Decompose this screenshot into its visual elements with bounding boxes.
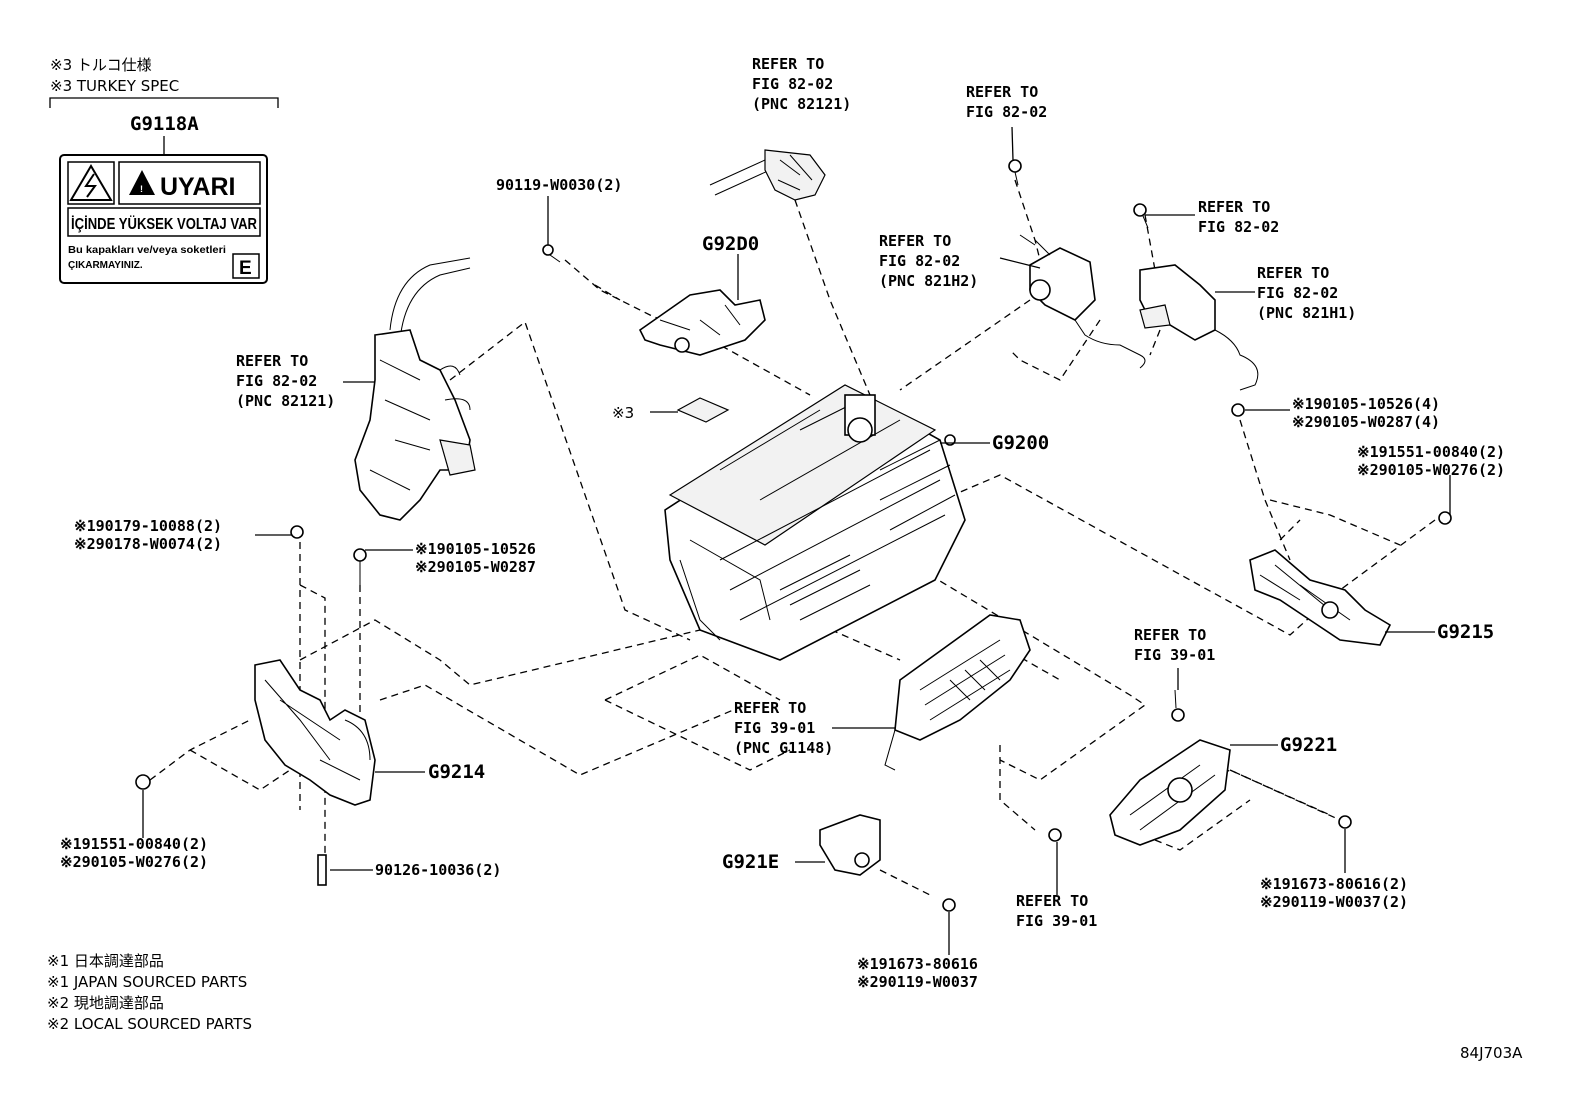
ref-G1148-2[interactable]: FIG 39-01 — [734, 719, 815, 737]
legend-en-2: ※2 LOCAL SOURCED PARTS — [47, 1015, 252, 1033]
note-3-marker[interactable]: ※3 — [612, 404, 634, 422]
ref-821H1-1[interactable]: REFER TO — [1257, 264, 1329, 282]
ref-82-02-a-2[interactable]: FIG 82-02 — [966, 103, 1047, 121]
cable-82121-left[interactable] — [354, 257, 476, 521]
bolt-91673-80616[interactable]: ※191673-80616 — [857, 955, 978, 973]
figure-id: 84J703A — [1460, 1044, 1523, 1062]
label-plate-3[interactable] — [676, 397, 730, 423]
legend-jp-1: ※1 日本調達部品 — [47, 952, 164, 970]
legend-en-1: ※1 JAPAN SOURCED PARTS — [47, 973, 247, 991]
cover-G9221[interactable] — [1048, 739, 1352, 846]
bolt-90105-W0287-4[interactable]: ※290105-W0287(4) — [1292, 413, 1440, 431]
bolt-90178-W0074[interactable]: ※290178-W0074(2) — [74, 535, 222, 553]
ref-39-a-2[interactable]: FIG 39-01 — [1134, 646, 1215, 664]
ref-821H1-2[interactable]: FIG 82-02 — [1257, 284, 1338, 302]
ref-82-02-b-2[interactable]: FIG 82-02 — [1198, 218, 1279, 236]
bolt-91551-00840-right[interactable]: ※191551-00840(2) — [1357, 443, 1505, 461]
turkey-spec-jp: ※3 トルコ仕様 — [50, 56, 152, 74]
bolt-90105-W0287[interactable]: ※290105-W0287 — [415, 558, 536, 576]
caution-icon — [129, 170, 155, 195]
stud-90126-10036[interactable]: 90126-10036(2) — [375, 861, 501, 879]
part-G9200-label[interactable]: G9200 — [992, 432, 1049, 454]
svg-text:!: ! — [140, 184, 143, 194]
connector-82121-top[interactable] — [709, 149, 826, 201]
sensor-821H1[interactable] — [1133, 203, 1259, 391]
part-G9214-label[interactable]: G9214 — [428, 761, 485, 783]
part-G9221-label[interactable]: G9221 — [1280, 734, 1337, 756]
part-G9118A-label[interactable]: G9118A — [130, 113, 199, 135]
ref-82-02-b-1[interactable]: REFER TO — [1198, 198, 1270, 216]
callouts: REFER TO FIG 82-02 (PNC 82121) REFER TO … — [60, 55, 1505, 991]
leader-lines — [142, 126, 1451, 955]
ref-82121-left-1[interactable]: REFER TO — [236, 352, 308, 370]
ref-G1148-1[interactable]: REFER TO — [734, 699, 806, 717]
bracket-G9214[interactable] — [135, 525, 376, 886]
legend-jp-2: ※2 現地調達部品 — [47, 994, 164, 1012]
ref-G1148-3[interactable]: (PNC G1148) — [734, 739, 833, 757]
ref-821H2-2[interactable]: FIG 82-02 — [879, 252, 960, 270]
bolt-90119-W0030[interactable]: 90119-W0030(2) — [496, 176, 622, 194]
ref-82121-top-2[interactable]: FIG 82-02 — [752, 75, 833, 93]
warning-line1: İÇİNDE YÜKSEK VOLTAJ VAR — [71, 216, 257, 233]
bolt-90179-10088[interactable]: ※190179-10088(2) — [74, 517, 222, 535]
part-G921E-label[interactable]: G921E — [722, 851, 779, 873]
ref-821H2-3[interactable]: (PNC 821H2) — [879, 272, 978, 290]
sensor-821H2[interactable] — [1008, 159, 1146, 369]
high-voltage-icon — [69, 164, 113, 201]
legend: ※1 日本調達部品 ※1 JAPAN SOURCED PARTS ※2 現地調達… — [47, 952, 252, 1033]
bracket-G9215[interactable] — [1231, 403, 1452, 646]
bolt-90119-W0037-2[interactable]: ※290119-W0037(2) — [1260, 893, 1408, 911]
ref-821H2-1[interactable]: REFER TO — [879, 232, 951, 250]
warning-line2: Bu kapakları ve/veya soketleri — [68, 245, 226, 256]
ref-82121-top-3[interactable]: (PNC 82121) — [752, 95, 851, 113]
warning-title: UYARI — [160, 173, 236, 201]
warning-label[interactable]: ! UYARI İÇİNDE YÜKSEK VOLTAJ VAR Bu kapa… — [59, 154, 268, 284]
bolt-91673-80616-2[interactable]: ※191673-80616(2) — [1260, 875, 1408, 893]
spec-bracket — [49, 97, 279, 108]
part-G9215-label[interactable]: G9215 — [1437, 621, 1494, 643]
ref-821H1-3[interactable]: (PNC 821H1) — [1257, 304, 1356, 322]
ref-39-a-1[interactable]: REFER TO — [1134, 626, 1206, 644]
part-G92D0-label[interactable]: G92D0 — [702, 233, 759, 255]
connector-G1148[interactable] — [884, 614, 1185, 771]
ref-39-b-2[interactable]: FIG 39-01 — [1016, 912, 1097, 930]
bracket-G92D0[interactable] — [542, 244, 766, 356]
bracket-G921E[interactable] — [819, 814, 956, 912]
bolt-90105-10526-4[interactable]: ※190105-10526(4) — [1292, 395, 1440, 413]
bolt-90105-W0276-right[interactable]: ※290105-W0276(2) — [1357, 461, 1505, 479]
inverter-G9200[interactable] — [664, 384, 966, 661]
warning-badge: E — [239, 258, 252, 279]
warning-line3: ÇIKARMAYINIZ. — [68, 260, 143, 271]
bolt-91551-00840-left[interactable]: ※191551-00840(2) — [60, 835, 208, 853]
turkey-spec-en: ※3 TURKEY SPEC — [50, 77, 179, 95]
ref-82121-top-1[interactable]: REFER TO — [752, 55, 824, 73]
ref-82-02-a-1[interactable]: REFER TO — [966, 83, 1038, 101]
bolt-90105-W0276-left[interactable]: ※290105-W0276(2) — [60, 853, 208, 871]
bolt-90119-W0037[interactable]: ※290119-W0037 — [857, 973, 978, 991]
ref-39-b-1[interactable]: REFER TO — [1016, 892, 1088, 910]
ref-82121-left-2[interactable]: FIG 82-02 — [236, 372, 317, 390]
bolt-90105-10526[interactable]: ※190105-10526 — [415, 540, 536, 558]
ref-82121-left-3[interactable]: (PNC 82121) — [236, 392, 335, 410]
